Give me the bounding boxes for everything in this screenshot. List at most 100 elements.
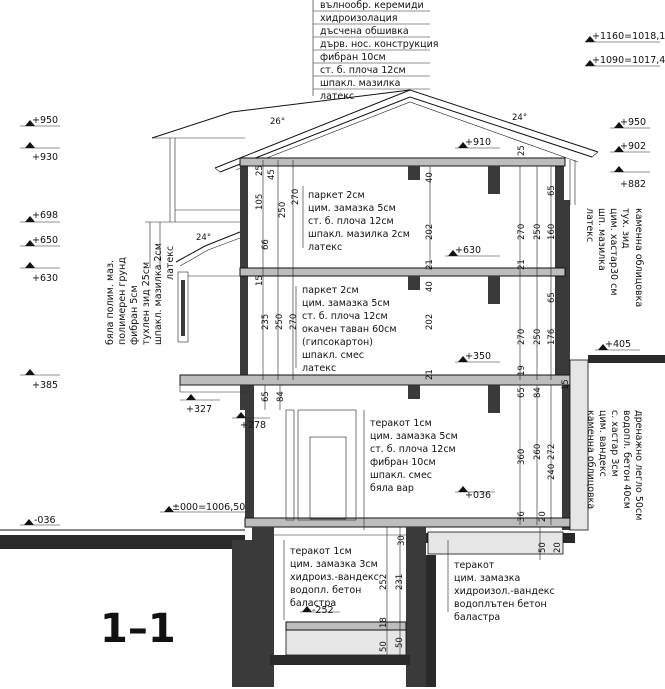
basement-layer: цим. замазка 3см xyxy=(290,559,378,570)
dim-label: 66 xyxy=(261,239,271,250)
floor3-layer-list: паркет 2см цим. замазка 5см ст. б. плоча… xyxy=(302,186,410,253)
dim-label: 21 xyxy=(425,259,435,270)
dim-label: 65 xyxy=(517,387,527,398)
dim-label: 84 xyxy=(533,387,543,398)
basement-layer: баластра xyxy=(290,598,336,609)
dim-label: 65 xyxy=(547,292,557,303)
wall-layer: шп. мазилка xyxy=(596,208,607,271)
floor1-layer-list: теракот 1см цим. замазка 5см ст. б. плоч… xyxy=(363,410,458,530)
floor-layer: теракот 1см xyxy=(370,418,432,429)
floor-layer: шпакл. смес xyxy=(370,470,432,481)
roof-layer: дъсчена обшивка xyxy=(320,26,409,37)
floor-layer: латекс xyxy=(302,363,336,374)
dim-label: 50 xyxy=(395,637,405,648)
roof-layer: вълнообр. керемиди xyxy=(320,0,424,11)
level-mark: +882 xyxy=(610,166,650,190)
roof-layer: ст. б. плоча 12см xyxy=(320,65,406,76)
wall-layer: дренажно легло 50см xyxy=(633,410,644,520)
dim-label: 36 xyxy=(517,511,527,522)
svg-text:+278: +278 xyxy=(240,420,266,431)
svg-text:+1090=1017,40: +1090=1017,40 xyxy=(592,55,665,66)
svg-text:+1160=1018,10: +1160=1018,10 xyxy=(592,31,665,42)
ground-layer: хидроизол.-вандекс xyxy=(454,586,555,597)
right-wall-lower-list: дренажно легло 50см водопл. бетон 40см с… xyxy=(585,410,644,520)
ground-layer: баластра xyxy=(454,612,500,623)
floor-layer: цим. замазка 5см xyxy=(370,431,458,442)
dim-label: 40 xyxy=(425,172,435,183)
level-marks: +1160=1018,10 +1090=1017,40 +950 +930 +9… xyxy=(20,31,665,616)
floor-layer: латекс xyxy=(308,242,342,253)
level-mark: +698 xyxy=(20,210,60,223)
roof-layer: латекс xyxy=(320,91,354,102)
level-mark: +278 xyxy=(232,412,270,431)
ground-layer: теракот xyxy=(454,560,495,571)
svg-text:+405: +405 xyxy=(605,339,631,350)
dim-label: 160 xyxy=(547,224,557,240)
floor-layer: (гипсокартон) xyxy=(302,337,373,348)
dim-label: 50 xyxy=(379,641,389,652)
wall-layer: водопл. бетон 40см xyxy=(621,410,632,509)
basement xyxy=(0,355,665,687)
level-mark: +1160=1018,10 xyxy=(585,31,665,43)
dim-label: 250 xyxy=(278,202,288,218)
wall-layer: с. хастар 3см xyxy=(609,410,620,477)
floor-layer: цим. замазка 5см xyxy=(308,203,396,214)
level-mark: +630 xyxy=(445,245,500,257)
dim-label: 15 xyxy=(561,379,571,390)
level-mark: +1090=1017,40 xyxy=(585,55,665,67)
wall-layer: 30 см xyxy=(608,268,619,296)
wall-layer: латекс xyxy=(584,208,595,242)
level-mark: -252 xyxy=(300,605,340,616)
dim-label: 30 xyxy=(397,535,407,546)
dim-label: 20 xyxy=(553,542,563,553)
floor-layer: ст. б. плоча 12см xyxy=(308,216,394,227)
roof: 26° 24° 24° xyxy=(145,89,599,268)
basement-layer: хидроиз.-вандекс xyxy=(290,572,379,583)
svg-text:-252: -252 xyxy=(312,605,334,616)
level-mark: +327 xyxy=(180,394,220,415)
dim-label: 270 xyxy=(517,329,527,345)
level-mark: +385 xyxy=(20,369,60,391)
wall-layer: цим. хастар xyxy=(608,208,619,268)
dim-label: 202 xyxy=(425,224,435,240)
dim-label: 20 xyxy=(538,511,548,522)
level-mark: ±000=1006,50 xyxy=(160,502,250,513)
svg-text:+698: +698 xyxy=(32,210,58,221)
basement-layer: теракот 1см xyxy=(290,546,352,557)
svg-text:+630: +630 xyxy=(455,245,481,256)
roof-slope-2: 24° xyxy=(512,113,527,123)
svg-text:+630: +630 xyxy=(32,273,58,284)
dim-label: 360 xyxy=(517,449,527,465)
structure xyxy=(177,157,589,531)
svg-text:±000=1006,50: ±000=1006,50 xyxy=(172,502,245,513)
dim-label: 19 xyxy=(517,365,527,376)
dim-label: 252 xyxy=(379,574,389,590)
dim-label: 250 xyxy=(533,224,543,240)
wall-layer: каменна облицовка xyxy=(633,208,644,307)
dim-label: 65 xyxy=(547,185,557,196)
floor-layer: окачен таван 60см xyxy=(302,324,397,335)
level-mark: +036 xyxy=(455,486,495,501)
roof-layer: шпакл. мазилка xyxy=(320,78,400,89)
wall-layer: латекс xyxy=(165,246,176,280)
dim-label: 25 xyxy=(517,145,527,156)
dim-label: 176 xyxy=(547,329,557,345)
dim-label: 270 xyxy=(289,314,299,330)
ground-layer: цим. замазка xyxy=(454,573,520,584)
dim-label: 40 xyxy=(425,281,435,292)
floor2-layer-list: паркет 2см цим. замазка 5см ст. б. плоча… xyxy=(295,285,397,374)
right-wall-upper-list: каменна облицовка тух. зид цим. хастар ш… xyxy=(584,208,644,307)
level-mark: +350 xyxy=(455,351,500,363)
level-mark: +910 xyxy=(455,137,500,149)
level-mark: +950 xyxy=(20,115,60,127)
basement-layer: водопл. бетон xyxy=(290,585,361,596)
roof-layer: дърв. нос. конструкция xyxy=(320,39,439,50)
svg-text:+350: +350 xyxy=(465,351,491,362)
dim-label: 21 xyxy=(425,369,435,380)
left-wall-layer-list: бяла полим. маз. полимерен грунд фибран … xyxy=(105,243,176,345)
floor-layer: ст. б. плоча 12см xyxy=(370,444,456,455)
floor-layer: цим. замазка 5см xyxy=(302,298,390,309)
dim-label: 240 xyxy=(547,464,557,480)
dim-label: 18 xyxy=(379,617,389,628)
dim-label: 272 xyxy=(547,444,557,460)
